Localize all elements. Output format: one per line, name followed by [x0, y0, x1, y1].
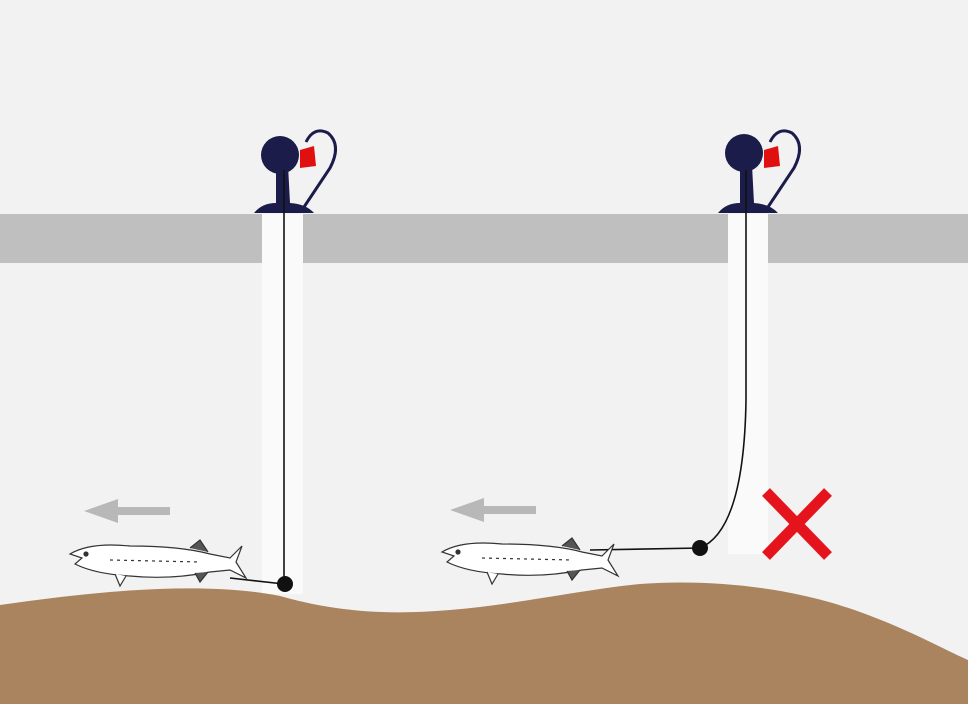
arrow-left-icon	[84, 499, 170, 523]
lake-bottom	[0, 582, 968, 704]
arrow-left-icon	[450, 498, 536, 522]
ice-segment-middle	[303, 214, 728, 263]
ice-layer	[0, 214, 968, 263]
ice-segment-right	[768, 214, 968, 263]
tip-up-spring	[766, 129, 801, 208]
flag-icon	[300, 146, 316, 168]
hole-column-left	[262, 214, 303, 594]
tip-up-left	[254, 129, 337, 213]
tip-up-right	[718, 129, 801, 213]
ice-segment-left	[0, 214, 262, 263]
pike-fish-icon	[440, 537, 620, 586]
sinker-right	[692, 540, 708, 556]
tip-up-spring	[302, 129, 337, 208]
tip-up-ball	[261, 136, 299, 174]
pike-fish-icon	[68, 539, 248, 588]
tip-up-ball	[725, 134, 763, 172]
wrong-cross-icon	[762, 488, 832, 560]
tip-up-base	[718, 165, 778, 213]
sinker-left	[277, 576, 293, 592]
flag-icon	[764, 146, 780, 168]
